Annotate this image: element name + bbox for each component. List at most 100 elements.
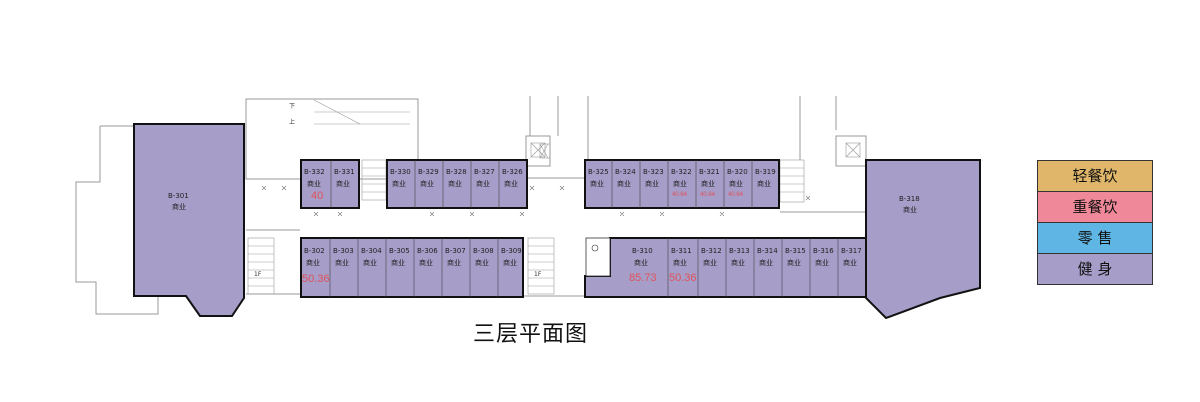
legend-item-fitness: 健 身 xyxy=(1038,254,1152,284)
unit-b320: B-320 商业 40.64 xyxy=(727,168,748,198)
unit-use: 商业 xyxy=(420,179,434,188)
unit-id: B-305 xyxy=(389,247,410,255)
unit-area: 40.64 xyxy=(700,192,716,198)
legend-item-heavy-dining: 重餐饮 xyxy=(1038,192,1152,223)
unit-area: 40 xyxy=(311,190,323,202)
unit-use: 商业 xyxy=(729,179,743,188)
unit-b304: B-304 商业 xyxy=(361,247,382,267)
unit-b323: B-323 商业 xyxy=(643,168,664,188)
unit-use: 商业 xyxy=(787,258,801,267)
unit-id: B-327 xyxy=(474,168,495,176)
unit-b322: B-322 商业 40.64 xyxy=(671,168,692,198)
unit-use: 商业 xyxy=(336,179,350,188)
unit-b311: B-311 商业 50.36 xyxy=(669,247,697,284)
unit-use: 商业 xyxy=(590,179,604,188)
unit-id: B-323 xyxy=(643,168,664,176)
unit-b326: B-326 商业 xyxy=(502,168,523,188)
unit-use: 商业 xyxy=(447,258,461,267)
legend: 轻餐饮 重餐饮 零 售 健 身 xyxy=(1037,160,1153,285)
unit-use: 商业 xyxy=(172,202,186,211)
unit-b314: B-314 商业 xyxy=(757,247,778,267)
unit-use: 商业 xyxy=(673,179,687,188)
unit-id: B-301 xyxy=(168,192,189,200)
unit-id: B-311 xyxy=(671,247,692,255)
unit-id: B-328 xyxy=(446,168,467,176)
unit-b330: B-330 商业 xyxy=(390,168,411,188)
unit-b328: B-328 商业 xyxy=(446,168,467,188)
stair-notes: 下 上 1F 1F xyxy=(254,103,542,278)
unit-use: 商业 xyxy=(617,179,631,188)
unit-use: 商业 xyxy=(307,179,321,188)
unit-id: B-326 xyxy=(502,168,523,176)
door-marks xyxy=(261,185,811,290)
unit-b306: B-306 商业 xyxy=(417,247,438,267)
unit-area: 85.73 xyxy=(629,272,657,284)
unit-b319: B-319 商业 xyxy=(755,168,776,188)
unit-b310: B-310 商业 85.73 xyxy=(629,247,657,284)
stair-up-note: 上 xyxy=(289,118,295,126)
unit-b305: B-305 商业 xyxy=(389,247,410,267)
unit-b329: B-329 商业 xyxy=(418,168,439,188)
unit-use: 商业 xyxy=(673,258,687,267)
upper-right-block xyxy=(584,159,780,209)
unit-use: 商业 xyxy=(419,258,433,267)
unit-id: B-304 xyxy=(361,247,382,255)
unit-id: B-324 xyxy=(615,168,636,176)
unit-id: B-316 xyxy=(813,247,834,255)
unit-use: 商业 xyxy=(306,258,320,267)
unit-use: 商业 xyxy=(448,179,462,188)
unit-b309: B-309 商业 xyxy=(501,247,522,267)
unit-area: 50.36 xyxy=(302,273,330,285)
unit-area: 40.64 xyxy=(728,192,744,198)
stair-down-note: 下 xyxy=(289,103,295,110)
upper-middle-block xyxy=(386,159,528,209)
unit-use: 商业 xyxy=(503,258,517,267)
unit-use: 商业 xyxy=(335,258,349,267)
unit-use: 商业 xyxy=(363,258,377,267)
unit-b327: B-327 商业 xyxy=(474,168,495,188)
unit-id: B-317 xyxy=(841,247,862,255)
unit-use: 商业 xyxy=(843,258,857,267)
unit-id: B-315 xyxy=(785,247,806,255)
unit-b317: B-317 商业 xyxy=(841,247,862,267)
unit-use: 商业 xyxy=(815,258,829,267)
unit-id: B-314 xyxy=(757,247,778,255)
legend-item-light-dining: 轻餐饮 xyxy=(1038,161,1152,192)
unit-id: B-306 xyxy=(417,247,438,255)
stairs xyxy=(247,99,861,295)
unit-b312: B-312 商业 xyxy=(701,247,722,267)
unit-use: 商业 xyxy=(701,179,715,188)
unit-id: B-320 xyxy=(727,168,748,176)
unit-use: 商业 xyxy=(645,179,659,188)
unit-id: B-321 xyxy=(699,168,720,176)
unit-b301: B-301 商业 xyxy=(133,123,245,317)
unit-use: 商业 xyxy=(476,179,490,188)
unit-b307: B-307 商业 xyxy=(445,247,466,267)
unit-b325: B-325 商业 xyxy=(588,168,609,188)
unit-id: B-313 xyxy=(729,247,750,255)
unit-id: B-312 xyxy=(701,247,722,255)
stair-floor-note: 1F xyxy=(254,271,262,278)
building-outline xyxy=(75,96,867,315)
legend-item-retail: 零 售 xyxy=(1038,223,1152,254)
unit-id: B-322 xyxy=(671,168,692,176)
unit-b331: B-331 商业 xyxy=(334,168,355,188)
unit-id: B-303 xyxy=(333,247,354,255)
unit-b313: B-313 商业 xyxy=(729,247,750,267)
unit-area: 50.36 xyxy=(669,272,697,284)
unit-use: 商业 xyxy=(903,205,917,214)
unit-id: B-325 xyxy=(588,168,609,176)
unit-area: 40.64 xyxy=(672,192,688,198)
unit-b321: B-321 商业 40.64 xyxy=(699,168,720,198)
lower-left-block xyxy=(300,237,524,298)
unit-id: B-310 xyxy=(632,247,653,255)
unit-use: 商业 xyxy=(475,258,489,267)
unit-id: B-330 xyxy=(390,168,411,176)
unit-b303: B-303 商业 xyxy=(333,247,354,267)
upper-left-block xyxy=(300,159,360,209)
unit-id: B-302 xyxy=(304,247,325,255)
unit-id: B-308 xyxy=(473,247,494,255)
unit-id: B-329 xyxy=(418,168,439,176)
unit-id: B-319 xyxy=(755,168,776,176)
